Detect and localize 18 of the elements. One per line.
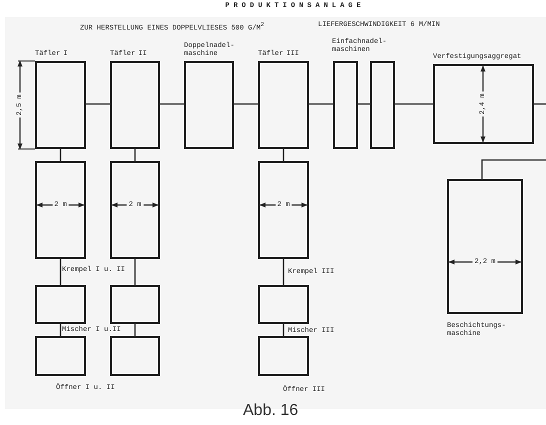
connector-line (358, 103, 370, 105)
connector-line (481, 159, 546, 179)
figure-caption: Abb. 16 (243, 403, 298, 419)
connector-line (134, 259, 136, 285)
connector-line (282, 149, 284, 161)
connector-line (134, 324, 136, 336)
connector-line (60, 324, 62, 336)
connector-line (134, 149, 136, 161)
connector-line (60, 149, 62, 161)
connector-line (395, 103, 433, 105)
connector-line (534, 103, 546, 105)
connector-line (282, 324, 284, 336)
connector-line (309, 103, 333, 105)
connector-line (86, 103, 110, 105)
connector-line (234, 103, 258, 105)
connector-line (282, 259, 284, 285)
connector-line (60, 259, 62, 285)
connector-line (160, 103, 184, 105)
